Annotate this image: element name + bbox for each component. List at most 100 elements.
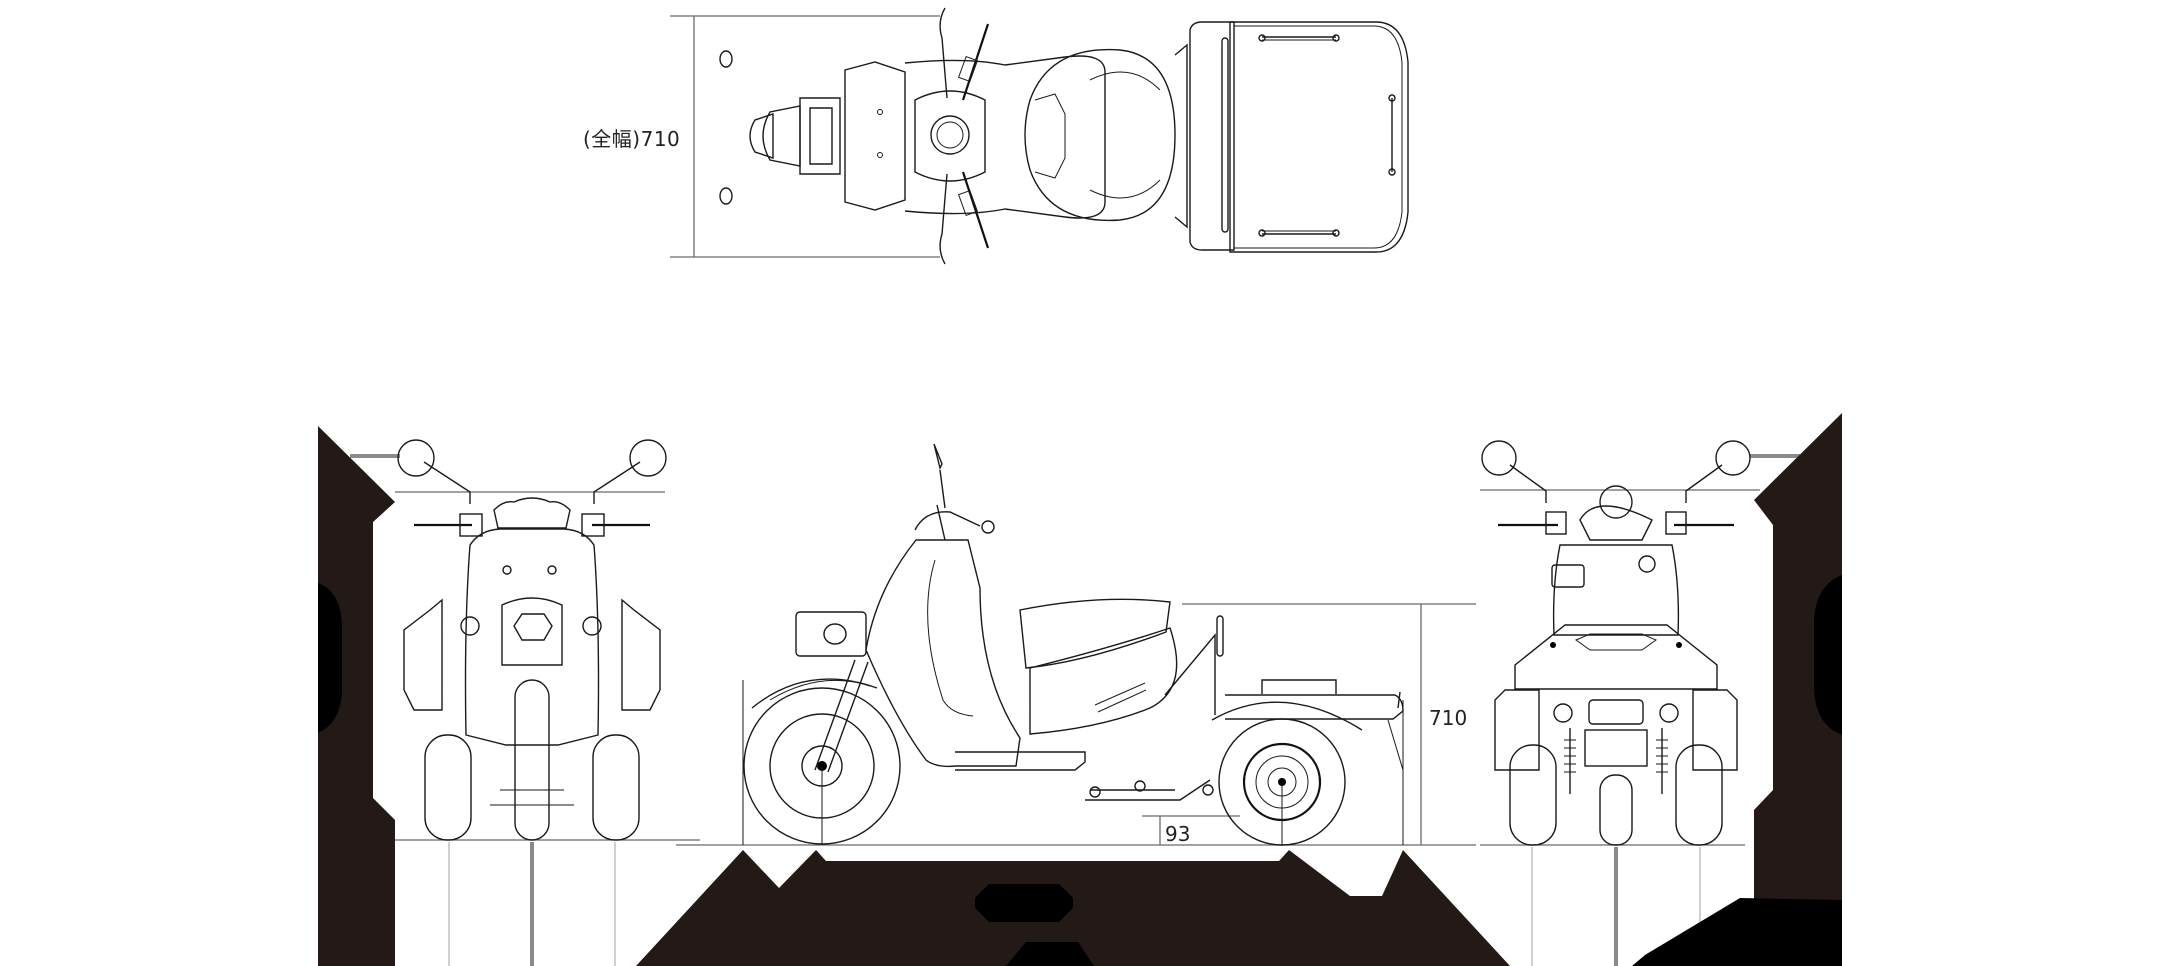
license-plate [1584,729,1648,767]
bolt [877,109,883,115]
rivet [1388,168,1396,176]
redacted-label [975,884,1073,922]
side-box-right [621,598,661,711]
side-view [676,443,1476,846]
pivot [1134,780,1146,792]
front-fender [751,678,878,709]
handlebar-right [939,173,948,265]
mirror-left-icon [1481,440,1517,476]
mirror-left-icon [397,439,435,477]
redaction-bottom-right [1632,898,1842,966]
mirror-stem [1685,464,1723,503]
turn-signal-icon [582,616,602,636]
seat-outline [1024,48,1176,222]
front-fender-outline [762,105,801,167]
mirror-right-icon [629,439,667,477]
rear-view [1480,440,1800,966]
pivot [1089,786,1101,798]
cargo-rail [1221,37,1229,233]
license-plate-holder [1588,699,1644,725]
mirror-icon [719,187,733,205]
redaction-right [1754,413,1842,966]
floorboard-side [955,751,1086,771]
bolt [1676,642,1682,648]
switch-housing [581,513,605,537]
side-box-left [1494,689,1540,771]
front-shield-outline [464,528,600,746]
mudflap [1387,719,1404,771]
front-wheel [1599,774,1633,846]
redacted-label [1006,942,1094,966]
rivet [1332,229,1340,237]
bolt [502,565,512,575]
redaction-overlays [318,413,1842,966]
switch-housing [459,513,483,537]
cargo-handle [1261,679,1337,694]
handlebar-left [939,7,948,99]
cargo-box-outline [1229,21,1409,253]
chassis-detail [490,789,574,806]
grip-left [961,23,990,101]
switch-housing [957,189,979,217]
front-view [350,439,700,966]
bolt [1550,642,1556,648]
rear-wheel-right [1675,744,1723,846]
cargo-box-inner [1234,25,1403,249]
speedometer-inner [936,121,964,149]
side-box-left [403,598,443,711]
switch-housing [957,55,979,83]
front-light-outline [749,113,774,159]
floorboard-outline [904,55,1106,219]
chassis-side [1085,779,1211,801]
rack-panel [1574,633,1658,651]
turn-signal-icon [1659,703,1679,723]
cargo-post [1216,615,1224,657]
body-vent [1094,682,1147,713]
shield-contour [927,559,974,717]
inner-shield [1552,544,1680,636]
redacted-label [318,583,342,733]
redaction-left [318,426,395,966]
mirror-icon [933,443,943,471]
grip-right [961,171,990,249]
bolt [877,152,883,158]
rivet [1258,229,1266,237]
front-fender-inner [769,679,871,701]
speedometer-top [930,115,970,155]
mirror-icon [719,50,733,68]
rivet [1258,34,1266,42]
headlight-icon [823,623,847,645]
headlight-housing [501,597,563,666]
side-box-right [1692,689,1738,771]
top-view [670,7,1409,265]
rivet [1388,94,1396,102]
leg-shield-side [865,539,1021,768]
glove-box [1551,564,1585,588]
steering-head-outline [914,90,986,182]
redacted-label [1814,575,1842,735]
seat-frame [1174,43,1188,229]
leg-shield-outline [844,61,906,211]
body-cover-side [1029,627,1178,735]
headset-rear [1579,505,1653,541]
rear-fender [1211,701,1363,731]
cargo-frame [1164,633,1216,715]
overall-width-label: (全幅)710 [583,127,681,151]
front-body-outline [799,97,841,175]
switch-housing [1665,511,1687,535]
headset-outline [493,497,571,529]
rear-wheel-right [592,734,640,841]
mirror-stem [939,469,946,509]
cargo-bracket [1189,21,1235,251]
front-body-detail [809,107,833,165]
mirror-stem [423,461,471,504]
rear-wheel-left [424,734,472,841]
cargo-height-label: 710 [1429,706,1468,730]
pivot [1202,784,1214,796]
rivet [1332,34,1340,42]
turn-signal-icon [460,616,480,636]
ground-clearance-label: 93 [1165,822,1191,846]
front-basket [795,611,867,657]
seat-detail [1034,93,1066,179]
